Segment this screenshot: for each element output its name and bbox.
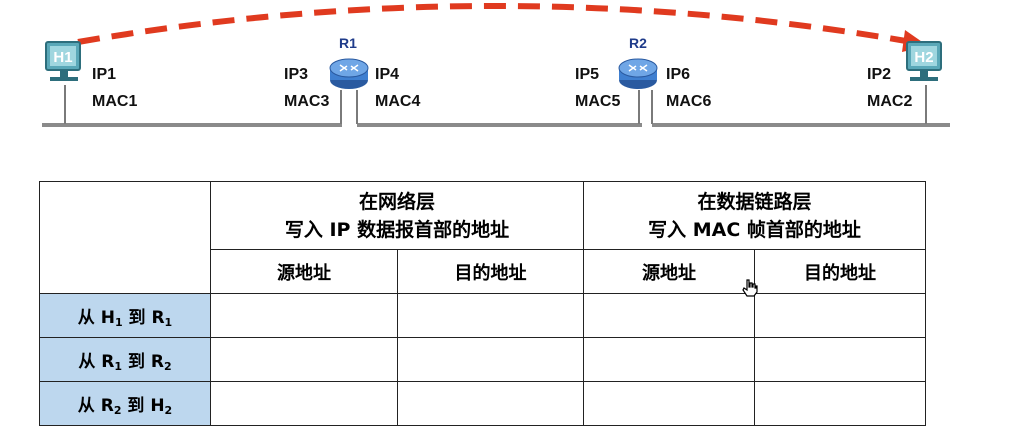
cell-empty [754, 337, 926, 382]
router-r2-icon [618, 58, 658, 89]
col-ip-source: 源地址 [210, 249, 398, 294]
link-layer-subtitle: 写入 MAC 帧首部的地址 [648, 218, 861, 241]
col-mac-source: 源地址 [583, 249, 755, 294]
host-h1: H1 [45, 41, 81, 81]
network-layer-subtitle: 写入 IP 数据报首部的地址 [284, 218, 510, 241]
r1-mac-right: MAC4 [375, 93, 420, 110]
r1-ip-right: IP4 [375, 66, 399, 83]
h1-mac: MAC1 [92, 93, 137, 110]
r2-mac-left: MAC5 [575, 93, 620, 110]
drop-lines [64, 85, 927, 124]
cell-empty [210, 381, 398, 426]
path-arrow [77, 3, 913, 45]
cell-empty [754, 381, 926, 426]
cell-empty [583, 337, 755, 382]
host-h2-label: H2 [914, 49, 933, 66]
cell-empty [583, 381, 755, 426]
cell-empty [210, 293, 398, 338]
table-row: 从 R1 到 R2 [39, 337, 926, 382]
h1-ip: IP1 [92, 66, 116, 83]
h2-ip: IP2 [867, 66, 891, 83]
col-mac-destination: 目的地址 [754, 249, 926, 294]
col-ip-destination: 目的地址 [397, 249, 584, 294]
network-layer-title: 在网络层 [358, 190, 435, 213]
network-topology: H1 IP1 MAC1 R1 IP3 MAC3 IP4 MAC4 R2 IP5 … [42, 3, 950, 127]
r2-ip-right: IP6 [666, 66, 690, 83]
table-row: 从 H1 到 R1 [39, 293, 926, 338]
row-header-r1-r2: 从 R1 到 R2 [39, 337, 211, 382]
router-r1-icon [329, 58, 369, 89]
link-layer-title: 在数据链路层 [697, 190, 812, 213]
r2-mac-right: MAC6 [666, 93, 711, 110]
hand-cursor-icon [742, 279, 758, 297]
cell-empty [754, 293, 926, 338]
r2-label: R2 [629, 35, 647, 51]
row-header-h1-r1: 从 H1 到 R1 [39, 293, 211, 338]
cell-empty [210, 337, 398, 382]
r1-label: R1 [339, 35, 357, 51]
row-header-r2-h2: 从 R2 到 H2 [39, 381, 211, 426]
cell-empty [397, 337, 584, 382]
cell-empty [397, 381, 584, 426]
header-network-layer: 在网络层 写入 IP 数据报首部的地址 [210, 181, 584, 250]
cell-empty [397, 293, 584, 338]
corner-cell [39, 181, 211, 294]
r2-ip-left: IP5 [575, 66, 599, 83]
address-table: 在网络层 写入 IP 数据报首部的地址 在数据链路层 写入 MAC 帧首部的地址… [39, 181, 926, 426]
table-row: 从 R2 到 H2 [39, 381, 926, 426]
r1-mac-left: MAC3 [284, 93, 329, 110]
cell-empty [583, 293, 755, 338]
host-h1-label: H1 [53, 49, 72, 66]
header-link-layer: 在数据链路层 写入 MAC 帧首部的地址 [583, 181, 926, 250]
host-h2: H2 [906, 41, 942, 81]
r1-ip-left: IP3 [284, 66, 308, 83]
h2-mac: MAC2 [867, 93, 912, 110]
